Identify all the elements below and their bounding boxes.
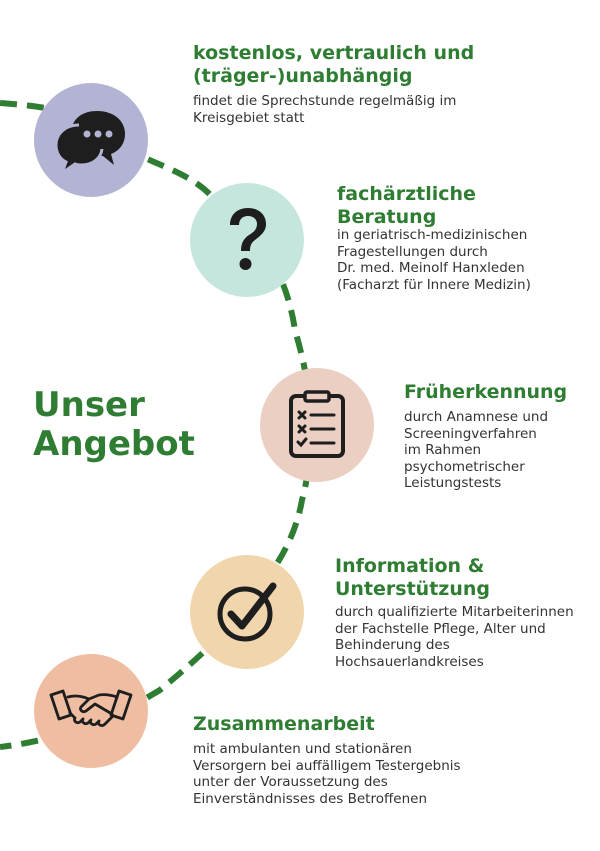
icon-circle-question <box>190 183 304 297</box>
checkmark-circle-icon <box>217 582 277 642</box>
question-mark-icon <box>230 208 266 270</box>
icon-circle-checkmark <box>190 555 304 669</box>
item-4-title: Information &Unterstützung <box>335 555 491 600</box>
icon-circle-chat <box>34 83 148 197</box>
chat-bubbles-icon <box>54 111 125 175</box>
headline: Unser Angebot <box>33 386 195 464</box>
item-5-title: Zusammenarbeit <box>193 713 375 735</box>
icon-circle-handshake <box>34 654 148 768</box>
headline-line-2: Angebot <box>33 424 195 464</box>
handshake-icon <box>49 689 133 727</box>
checklist-icon <box>289 390 345 458</box>
headline-line-1: Unser <box>33 385 145 425</box>
icon-circle-checklist <box>260 368 374 482</box>
item-1-title: kostenlos, vertraulich und(träger-)unabh… <box>193 42 475 87</box>
item-3-title: Früherkennung <box>404 381 568 403</box>
